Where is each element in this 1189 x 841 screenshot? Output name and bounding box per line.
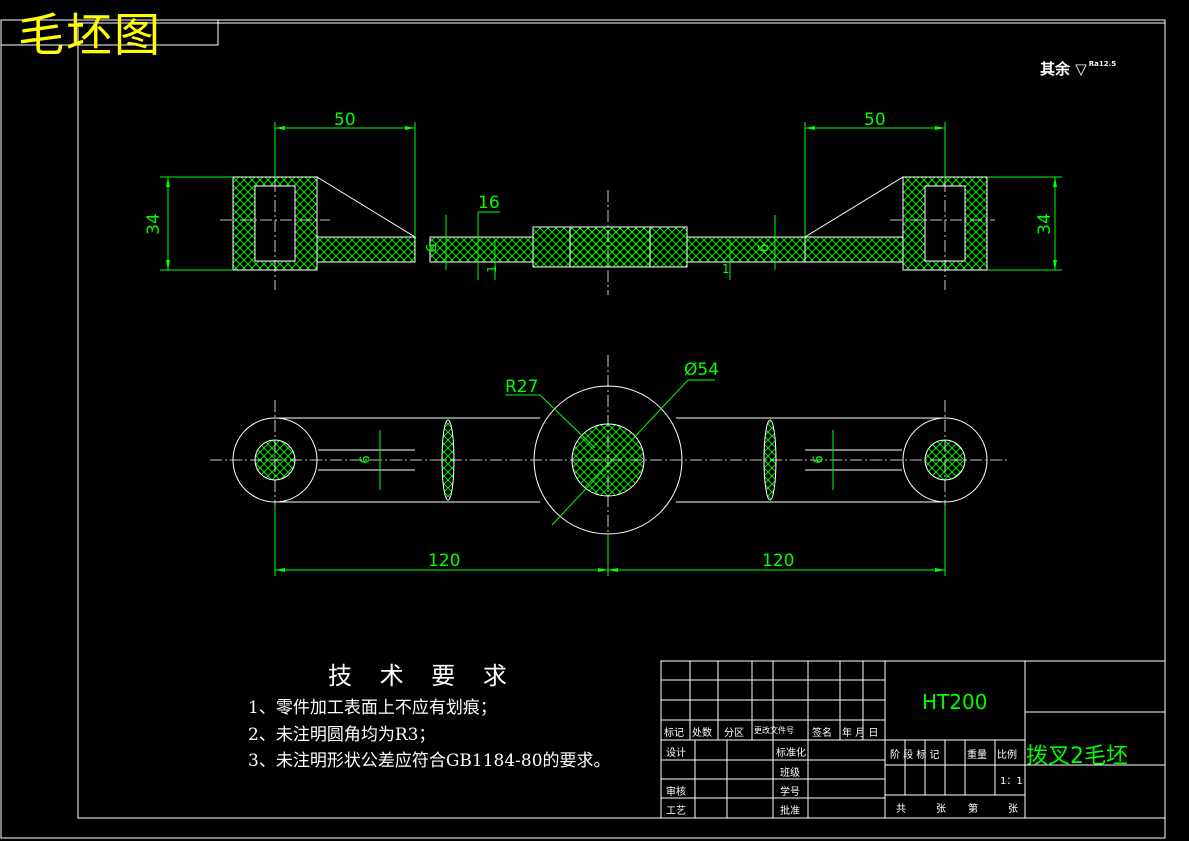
dim-thickness-right: 6: [756, 243, 773, 253]
roughness-symbol-icon: ▽: [1075, 60, 1087, 78]
tb-sheet-label: 张: [936, 804, 946, 815]
sheet-border: [0, 19, 1166, 839]
dim-step-left: 1: [484, 265, 499, 273]
tb-mid-label: 批准: [780, 806, 800, 817]
tb-mid-label: 学号: [780, 787, 800, 798]
requirement-item: 2、未注明圆角均为R3；: [248, 725, 436, 745]
roughness-note: 其余 ▽Ra12.5: [1040, 58, 1117, 79]
tb-stage-label: 阶 段 标 记: [890, 750, 940, 761]
right-rib: [803, 176, 904, 238]
requirements-title: 技 术 要 求: [328, 662, 517, 690]
dim-left-height: 34: [143, 213, 164, 235]
plan-view: [210, 355, 1010, 576]
tb-mid-label: 标准化: [776, 748, 806, 759]
dim-diameter: Ø54: [684, 360, 720, 380]
title-block-grid: [660, 660, 1166, 819]
dim-step-right: 1: [722, 262, 730, 276]
tb-row-label: 签名: [812, 728, 832, 739]
dim-right-width: 50: [864, 110, 886, 130]
material-label: HT200: [922, 690, 988, 714]
left-rib: [316, 176, 417, 238]
tb-row-label: 处数: [692, 728, 712, 739]
tb-scale: 1：1: [1000, 776, 1023, 787]
tb-left-label: 审核: [666, 787, 686, 798]
dim-slot-left-plan: 6: [358, 455, 374, 464]
dim-radius: R27: [505, 377, 539, 397]
tb-row-label: 标记: [664, 728, 684, 739]
dim-left-span: 120: [428, 551, 461, 571]
roughness-label: 其余: [1040, 60, 1071, 78]
dim-left-width: 50: [334, 110, 356, 130]
right-arm-section: [804, 236, 904, 263]
roughness-value: Ra12.5: [1088, 60, 1117, 68]
dim-slot-right-plan: 6: [811, 455, 827, 464]
tb-row-label: 分区: [724, 728, 744, 739]
dim-right-height: 34: [1034, 213, 1055, 235]
tb-sheet-label: 张: [1008, 804, 1018, 815]
requirement-item: 1、零件加工表面上不应有划痕；: [248, 698, 497, 718]
front-section-view: [160, 122, 1062, 295]
tb-stage-label: 重量: [967, 750, 987, 761]
tb-left-label: 设计: [666, 748, 686, 759]
tb-row-label: 年 月 日: [842, 728, 879, 739]
dim-thickness-left: 6: [424, 243, 441, 253]
tb-stage-label: 比例: [997, 750, 1017, 761]
tb-sheet-label: 第: [968, 804, 978, 815]
dim-slot-width: 16: [478, 193, 500, 213]
requirement-item: 3、未注明形状公差应符合GB1184-80的要求。: [248, 751, 611, 771]
tb-row-label: 更改文件号: [754, 726, 794, 735]
part-name: 拨叉2毛坯: [1026, 744, 1128, 769]
dim-right-span: 120: [762, 551, 795, 571]
drawing-stamp-title: 毛坯图: [18, 8, 162, 62]
tb-left-label: 工艺: [666, 806, 686, 817]
left-arm-section: [316, 236, 416, 263]
tb-sheet-label: 共: [896, 804, 906, 815]
tb-mid-label: 班级: [780, 768, 800, 779]
